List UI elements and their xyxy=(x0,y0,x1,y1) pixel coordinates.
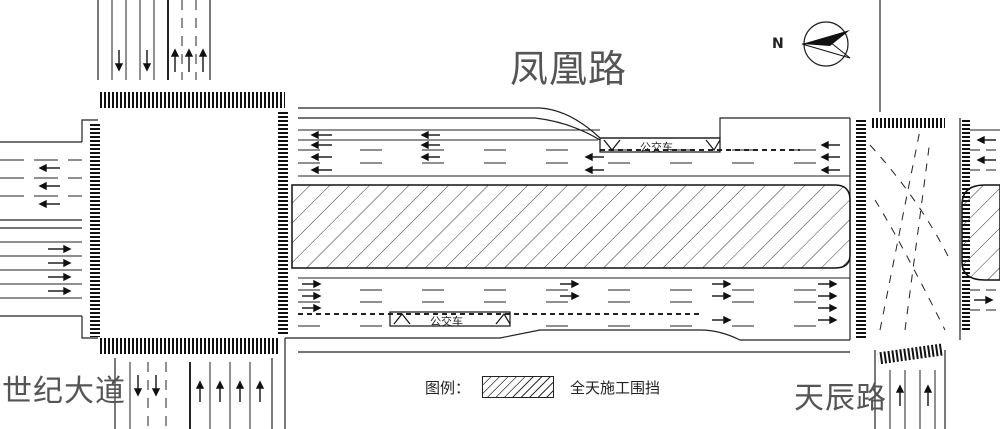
crosswalk-south-west xyxy=(98,338,280,354)
arrows-south-approach xyxy=(133,375,265,402)
lanes-north xyxy=(111,0,197,80)
arrows-east-far xyxy=(895,135,996,406)
bus-lane-label-lower: 公交车 xyxy=(430,315,463,328)
crosswalk-east-of-west xyxy=(278,110,288,335)
arrows-upper-west xyxy=(310,130,840,175)
lanes-upper xyxy=(298,129,850,177)
road-label-shiji: 世纪大道 xyxy=(2,374,126,409)
arrows-north-approach xyxy=(114,48,208,72)
compass xyxy=(801,21,851,67)
arrows-lower-east xyxy=(302,279,838,325)
construction-zone-east xyxy=(961,184,1000,281)
arrows-west-road xyxy=(38,163,72,296)
road-edges xyxy=(0,0,961,429)
crosswalk-east-1 xyxy=(856,120,866,340)
lanes-lower xyxy=(298,277,850,327)
legend-label: 图例： xyxy=(425,378,471,397)
crosswalks xyxy=(90,92,970,365)
lane-arrows xyxy=(38,48,996,406)
road-label-fenghuang: 凤凰路 xyxy=(510,47,628,91)
lanes-east-far xyxy=(889,129,1000,429)
legend-item-label: 全天施工围挡 xyxy=(570,378,661,397)
lanes-south xyxy=(129,362,251,429)
crosswalk-north-west xyxy=(100,92,285,108)
bus-lane-lower xyxy=(389,311,511,327)
bus-lane-label-upper: 公交车 xyxy=(640,141,673,154)
compass-north-letter: N xyxy=(772,36,784,52)
crosswalk-north-east xyxy=(870,118,945,128)
bus-lane-upper xyxy=(599,137,721,153)
guide-lines-east xyxy=(869,129,951,331)
legend: 图例： 全天施工围挡 xyxy=(425,373,660,401)
construction-zone-main xyxy=(291,184,851,269)
legend-hatch-swatch xyxy=(482,376,555,398)
road-label-tianchen: 天辰路 xyxy=(794,381,887,416)
crosswalk-south-east xyxy=(877,343,944,365)
crosswalk-west xyxy=(90,122,100,337)
lanes-west xyxy=(0,159,82,299)
